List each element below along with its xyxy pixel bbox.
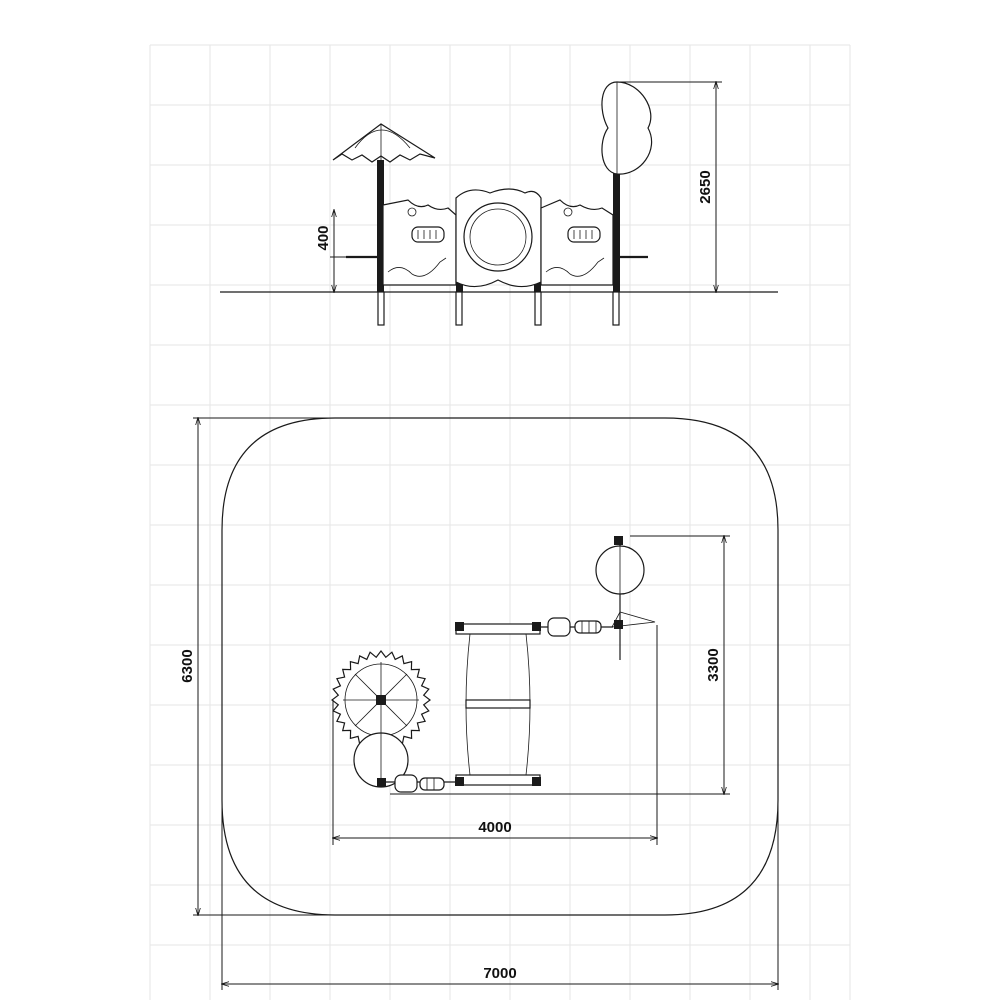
dimension-equipment-width: 4000: [333, 625, 657, 845]
safety-zone-outline: [221, 417, 779, 916]
dimension-zone-depth: 6300: [179, 418, 335, 915]
post-footing: [455, 291, 463, 326]
elevation-view: 400 2650: [220, 81, 778, 326]
middle-panel: [455, 188, 542, 288]
dim-total-height-label: 2650: [697, 170, 714, 203]
roof-post: [377, 160, 384, 292]
dimension-equipment-depth: 3300: [390, 536, 730, 794]
plan-view: 4000 3300 6300 7000: [179, 418, 778, 990]
tree-canopy: [601, 81, 653, 175]
background-grid: [149, 44, 851, 1000]
left-panel: [382, 199, 457, 286]
right-panel: [540, 199, 614, 286]
dimension-platform-height: 400: [315, 210, 378, 292]
post-footing: [534, 291, 542, 326]
dimension-zone-width: 7000: [222, 800, 778, 990]
umbrella-roof-plan: [331, 650, 431, 750]
umbrella-roof: [332, 123, 436, 163]
tunnel-plan: [455, 622, 541, 786]
dim-platform-height-label: 400: [315, 225, 332, 250]
dim-zone-depth-label: 6300: [179, 649, 196, 682]
tree-post: [613, 165, 620, 292]
dim-equipment-depth-label: 3300: [705, 648, 722, 681]
dim-zone-width-label: 7000: [483, 965, 516, 982]
post-footing: [612, 291, 620, 326]
dimension-total-height: 2650: [620, 82, 722, 292]
left-panel-plan: [377, 774, 456, 793]
dim-equipment-width-label: 4000: [478, 819, 511, 836]
post-footing: [377, 291, 385, 326]
